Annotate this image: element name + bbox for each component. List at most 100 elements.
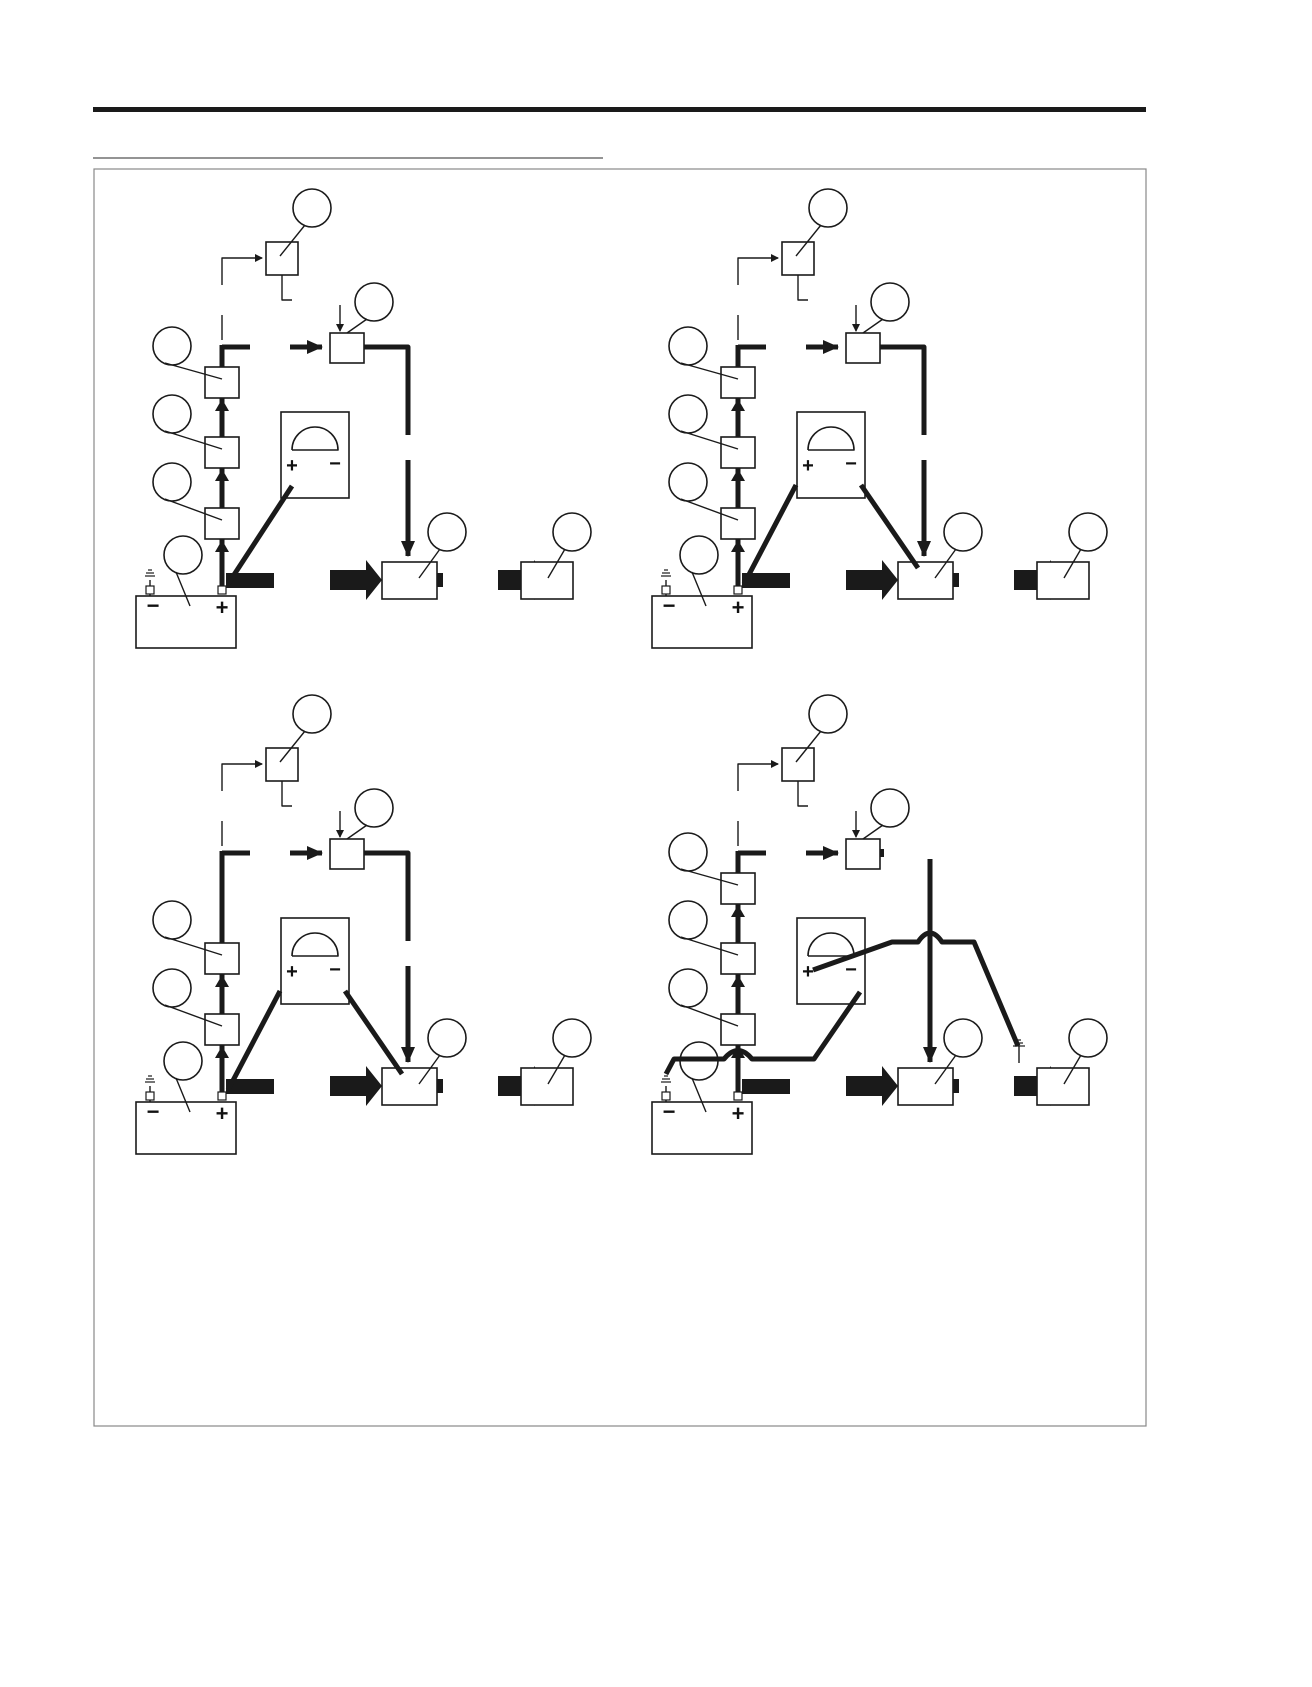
flow-arrow-up bbox=[731, 975, 745, 987]
battery-neg-terminal bbox=[661, 1091, 671, 1101]
callout-leader bbox=[680, 430, 739, 450]
callout-leader bbox=[175, 1077, 191, 1113]
callout-leader bbox=[1063, 548, 1082, 579]
voltmeter-minus: − bbox=[845, 959, 857, 981]
control-block bbox=[720, 436, 756, 469]
control-block bbox=[204, 366, 240, 399]
battery-pos-terminal bbox=[733, 1091, 743, 1101]
meter-lead-positive bbox=[225, 989, 283, 1092]
callout-leader bbox=[862, 824, 884, 840]
callout-circle bbox=[152, 968, 192, 1008]
top-module-box bbox=[265, 747, 299, 782]
callout-circle bbox=[292, 694, 332, 734]
main-power-arrow bbox=[846, 560, 898, 600]
main-power-arrow bbox=[330, 1066, 382, 1106]
callout-leader bbox=[164, 430, 223, 450]
callout-circle bbox=[354, 282, 394, 322]
callout-leader bbox=[691, 1077, 707, 1113]
callout-leader bbox=[164, 1004, 223, 1027]
callout-leader bbox=[346, 824, 368, 840]
callout-leader bbox=[795, 730, 822, 763]
callout-leader bbox=[934, 1054, 957, 1085]
top-module-return bbox=[281, 781, 292, 807]
callout-leader bbox=[279, 224, 306, 257]
battery-box bbox=[651, 595, 753, 649]
callout-leader bbox=[547, 548, 566, 579]
meter-lead-negative bbox=[342, 989, 405, 1076]
control-block bbox=[720, 942, 756, 975]
voltmeter-plus: + bbox=[286, 961, 298, 983]
battery-neg-terminal bbox=[661, 585, 671, 595]
top-module-box bbox=[781, 747, 815, 782]
top-module-return bbox=[281, 275, 292, 301]
callout-leader bbox=[680, 498, 739, 521]
callout-circle bbox=[870, 282, 910, 322]
callout-leader bbox=[175, 571, 191, 607]
voltmeter-minus: − bbox=[329, 959, 341, 981]
callout-circle bbox=[1068, 1018, 1108, 1058]
starter-box bbox=[381, 1067, 438, 1106]
main-cable-stub bbox=[226, 1079, 274, 1094]
meter-lead-positive bbox=[741, 483, 799, 586]
callout-circle bbox=[808, 188, 848, 228]
callout-leader bbox=[934, 548, 957, 579]
callout-leader bbox=[346, 318, 368, 334]
voltmeter-dial bbox=[807, 426, 855, 451]
load-box bbox=[520, 561, 574, 600]
control-block bbox=[720, 507, 756, 540]
flow-arrow-up bbox=[731, 399, 745, 411]
battery-pos-terminal bbox=[217, 585, 227, 595]
control-block bbox=[720, 872, 756, 905]
relay-to-starter bbox=[364, 850, 411, 941]
callout-leader bbox=[164, 362, 223, 380]
callout-circle bbox=[668, 462, 708, 502]
callout-leader bbox=[862, 318, 884, 334]
voltmeter-dial bbox=[807, 932, 855, 957]
panel-top-left: −++− bbox=[135, 188, 592, 649]
battery-plus-sign: + bbox=[216, 595, 229, 620]
relay-box bbox=[329, 332, 365, 364]
callout-circle bbox=[943, 512, 983, 552]
figure-frame bbox=[93, 168, 1147, 1427]
flow-arrow-up bbox=[731, 540, 745, 552]
voltmeter-minus: − bbox=[329, 453, 341, 475]
flow-arrow-up bbox=[215, 399, 229, 411]
callout-circle bbox=[552, 512, 592, 552]
relay-to-starter bbox=[364, 344, 411, 435]
top-module-box bbox=[265, 241, 299, 276]
starter-output-tab bbox=[953, 1079, 959, 1093]
voltmeter-dial bbox=[291, 426, 339, 451]
top-module-return bbox=[797, 275, 808, 301]
callout-leader bbox=[680, 868, 739, 886]
callout-circle bbox=[152, 326, 192, 366]
top-module-box bbox=[781, 241, 815, 276]
top-module-return bbox=[797, 781, 808, 807]
battery-minus-sign: − bbox=[663, 1099, 676, 1124]
callout-circle bbox=[427, 512, 467, 552]
control-block bbox=[720, 1013, 756, 1046]
control-block bbox=[204, 942, 240, 975]
voltmeter-minus: − bbox=[845, 453, 857, 475]
main-cable-stub bbox=[742, 1079, 790, 1094]
panel-bottom-left: −++− bbox=[135, 694, 592, 1155]
battery-box bbox=[135, 1101, 237, 1155]
callout-leader bbox=[680, 1004, 739, 1027]
thin-signal-path bbox=[221, 254, 263, 285]
callout-circle bbox=[679, 535, 719, 575]
callout-circle bbox=[152, 394, 192, 434]
starter-output-tab bbox=[437, 1079, 443, 1093]
flow-arrow-up bbox=[731, 469, 745, 481]
main-cable-stub bbox=[742, 573, 790, 588]
control-block bbox=[720, 366, 756, 399]
voltmeter-plus: + bbox=[286, 455, 298, 477]
thin-signal-path bbox=[737, 760, 779, 791]
meter-lead-load-ground bbox=[812, 930, 1021, 1047]
battery-neg-terminal bbox=[145, 1091, 155, 1101]
starter-box bbox=[897, 1067, 954, 1106]
callout-leader bbox=[164, 498, 223, 521]
callout-circle bbox=[152, 900, 192, 940]
battery-box bbox=[135, 595, 237, 649]
starter-box bbox=[381, 561, 438, 600]
callout-circle bbox=[668, 394, 708, 434]
